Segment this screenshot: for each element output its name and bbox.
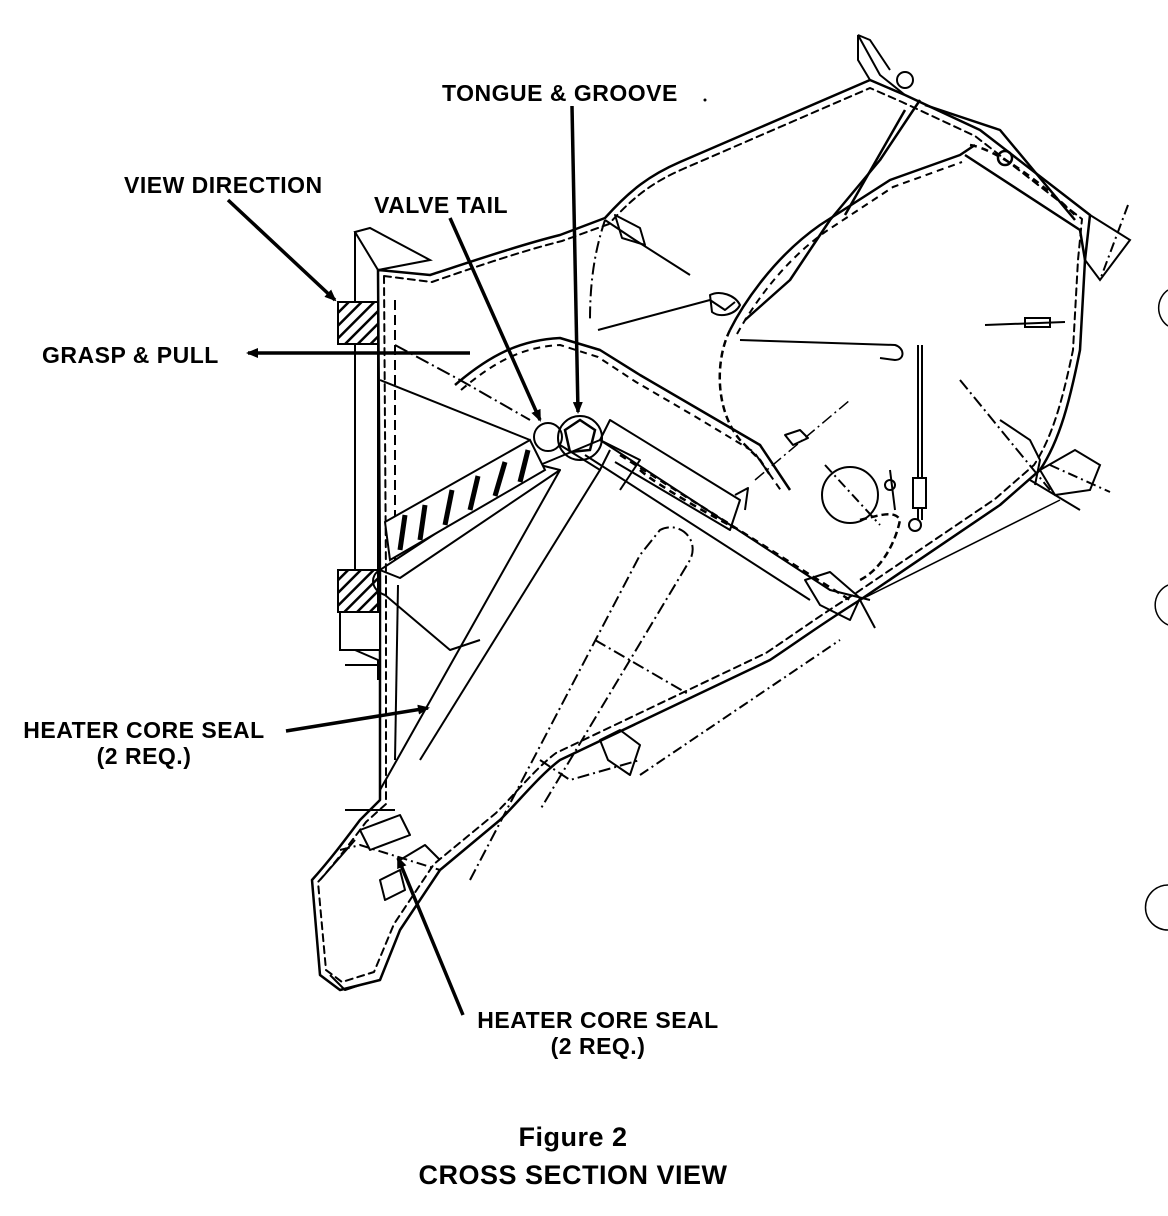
stray-mark bbox=[703, 98, 707, 102]
valve-door bbox=[744, 99, 1076, 321]
heater-core-seal-bottom-arrow bbox=[396, 856, 465, 1016]
label-valve-tail: VALVE TAIL bbox=[374, 192, 509, 218]
lower-body bbox=[319, 499, 1061, 991]
label-heater-core-seal-left: HEATER CORE SEAL (2 REQ.) bbox=[12, 717, 276, 769]
valve-tail-arrow bbox=[448, 217, 542, 422]
housing-inner-wall bbox=[454, 143, 1087, 493]
damper-port bbox=[821, 345, 927, 582]
right-lever bbox=[959, 317, 1111, 511]
view-direction-arrow bbox=[226, 198, 337, 302]
heater-core bbox=[372, 419, 749, 881]
label-heater-core-seal-left-line2: (2 REQ.) bbox=[96, 743, 192, 769]
label-tongue-groove: TONGUE & GROOVE bbox=[442, 80, 678, 106]
label-heater-core-seal-left-line1: HEATER CORE SEAL bbox=[23, 717, 265, 743]
flange-seal-top bbox=[337, 301, 379, 345]
flange-seal-bottom bbox=[337, 569, 379, 613]
top-tab bbox=[857, 34, 1132, 282]
figure-number: Figure 2 bbox=[518, 1122, 628, 1152]
tongue-groove-joint bbox=[533, 415, 611, 472]
diagonal-duct-wall bbox=[379, 344, 876, 629]
label-grasp-pull: GRASP & PULL bbox=[42, 342, 219, 368]
leader-lines bbox=[226, 105, 583, 1016]
label-heater-core-seal-bottom-line2: (2 REQ.) bbox=[550, 1033, 646, 1059]
label-view-direction: VIEW DIRECTION bbox=[124, 172, 323, 198]
central-chamber bbox=[589, 214, 904, 481]
heater-core-seal-left-arrow bbox=[285, 704, 430, 733]
label-heater-core-seal-bottom: HEATER CORE SEAL (2 REQ.) bbox=[466, 1007, 730, 1059]
binder-holes bbox=[1144, 289, 1168, 931]
heater-core-seal-band bbox=[383, 438, 547, 562]
label-heater-core-seal-bottom-line1: HEATER CORE SEAL bbox=[477, 1007, 719, 1033]
tongue-groove-arrow bbox=[570, 105, 583, 414]
figure-caption: CROSS SECTION VIEW bbox=[418, 1160, 728, 1190]
